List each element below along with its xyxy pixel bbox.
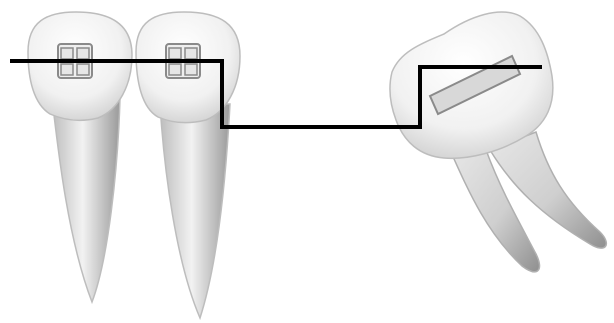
tooth-right-molar [390, 12, 606, 272]
tooth-left [28, 12, 132, 302]
tooth-left-root [52, 98, 120, 302]
tooth-middle-root [160, 104, 230, 318]
tooth-middle [136, 12, 240, 318]
